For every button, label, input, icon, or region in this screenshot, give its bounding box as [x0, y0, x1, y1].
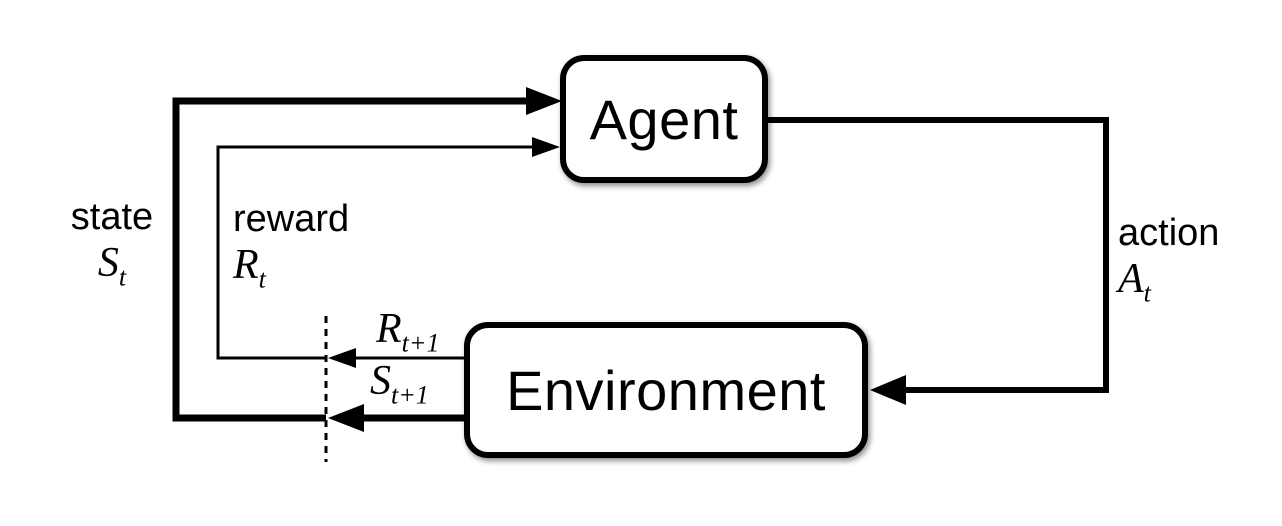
state-arrowhead-at-boundary-icon: [328, 404, 364, 432]
action-arrowhead-into-environment-icon: [870, 375, 906, 405]
state-arrowhead-into-agent-icon: [526, 87, 562, 115]
next-state-label: St+1: [370, 358, 429, 410]
state-line-loop: [172, 97, 530, 422]
action-line: [768, 117, 1109, 393]
reward-label: reward Rt: [233, 198, 350, 294]
state-word: state: [70, 196, 154, 238]
reward-symbol: Rt: [233, 241, 266, 294]
reward-line-loop: [216, 145, 534, 360]
reward-arrowhead-into-agent-icon: [532, 137, 560, 157]
agent-node: Agent: [560, 55, 768, 183]
reward-word: reward: [233, 198, 350, 240]
state-label: state St: [60, 196, 164, 292]
state-symbol: St: [97, 239, 127, 292]
next-reward-symbol: Rt+1: [376, 306, 440, 358]
environment-node-label: Environment: [506, 358, 826, 422]
action-symbol: At: [1118, 255, 1151, 308]
agent-node-label: Agent: [589, 87, 739, 151]
environment-node: Environment: [464, 322, 868, 458]
action-label: action At: [1118, 212, 1220, 308]
action-word: action: [1118, 212, 1220, 254]
reward-arrowhead-at-boundary-icon: [328, 348, 356, 368]
next-reward-label: Rt+1: [376, 306, 440, 358]
next-state-symbol: St+1: [370, 358, 429, 410]
